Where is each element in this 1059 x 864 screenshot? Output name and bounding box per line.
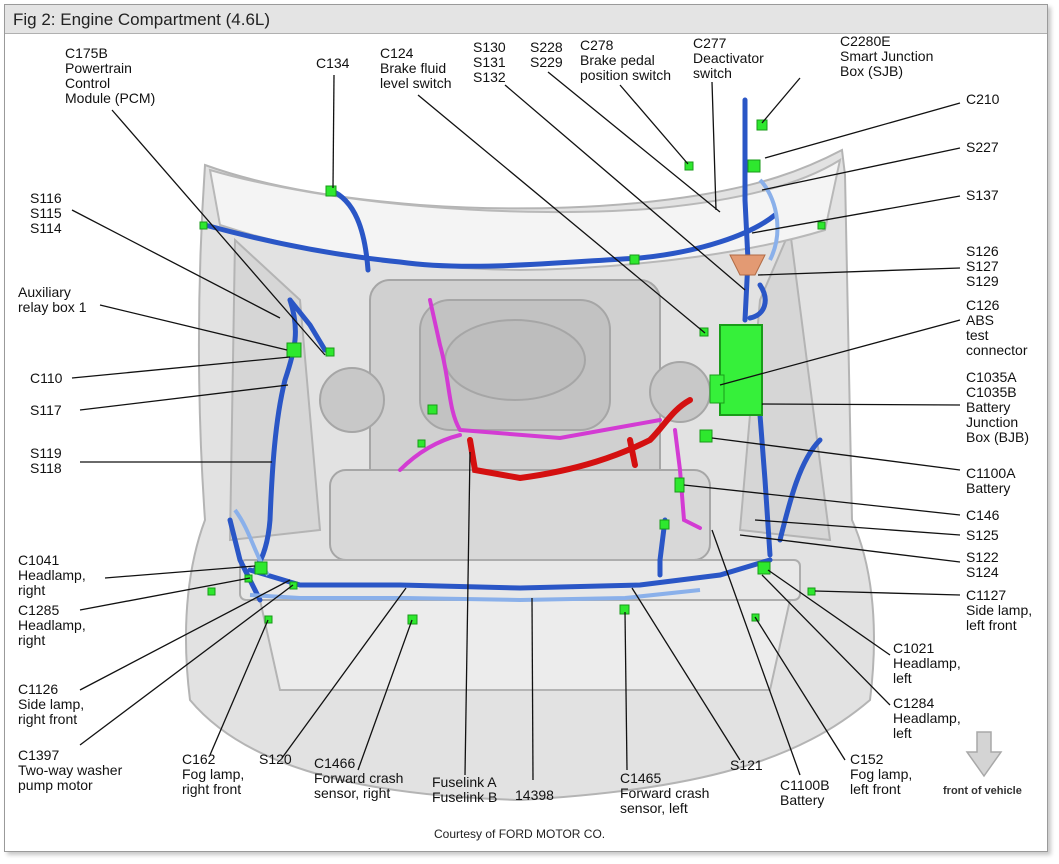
label-c1127: C1127 Side lamp, left front	[966, 587, 1033, 633]
label-c1100a: C1100A Battery	[966, 465, 1016, 496]
label-c277: C277 Deactivator switch	[693, 35, 764, 81]
courtesy-note: Courtesy of FORD MOTOR CO.	[434, 827, 606, 841]
battery-cable-red	[467, 397, 693, 482]
label-c1284: C1284 Headlamp, left	[893, 695, 961, 741]
battery-junction-box	[709, 324, 763, 416]
label-s116: S116 S115 S114	[30, 190, 62, 236]
label-c1465: C1465 Forward crash sensor, left	[620, 770, 710, 816]
label-14398: 14398	[515, 787, 554, 803]
label-s126: S126 S127 S129	[966, 243, 999, 289]
label-s121: S121	[730, 757, 763, 773]
label-c162: C162 Fog lamp, right front	[182, 751, 245, 797]
label-c1285: C1285 Headlamp, right	[18, 602, 86, 648]
sjb-funnel	[729, 254, 766, 276]
label-c1397: C1397 Two-way washer pump motor	[18, 747, 123, 793]
label-s122: S122 S124	[966, 549, 999, 580]
label-c2280e: C2280E Smart Junction Box (SJB)	[840, 33, 934, 79]
label-fuselink: Fuselink A Fuselink B	[432, 774, 498, 805]
label-c126: C126 ABS test connector	[966, 297, 1028, 358]
engine-block	[319, 279, 711, 561]
label-s130: S130 S131 S132	[473, 39, 506, 85]
wiring-harness-blue	[202, 97, 823, 603]
label-c1466: C1466 Forward crash sensor, right	[314, 755, 404, 801]
label-s137: S137	[966, 187, 999, 203]
label-s227: S227	[966, 139, 999, 155]
label-c210: C210	[966, 91, 1000, 107]
label-c1100b: C1100B Battery	[780, 777, 830, 808]
label-c278: C278 Brake pedal position switch	[580, 37, 672, 83]
label-aux: Auxiliary relay box 1	[18, 284, 87, 315]
title-bar: Fig 2: Engine Compartment (4.6L)	[5, 5, 1047, 34]
front-of-vehicle-label: front of vehicle	[943, 785, 1022, 797]
label-c134: C134	[316, 55, 350, 71]
label-s228: S228 S229	[530, 39, 563, 70]
label-s125: S125	[966, 527, 999, 543]
label-c110: C110	[30, 370, 63, 386]
label-s120: S120	[259, 751, 292, 767]
radiator-support	[239, 559, 801, 601]
label-c152: C152 Fog lamp, left front	[850, 751, 913, 797]
label-c1035: C1035A C1035B Battery Junction Box (BJB)	[966, 369, 1030, 445]
label-c175b: C175B Powertrain Control Module (PCM)	[65, 45, 156, 106]
label-s119: S119 S118	[30, 445, 62, 476]
label-c124: C124 Brake fluid level switch	[380, 45, 452, 91]
figure-title: Fig 2: Engine Compartment (4.6L)	[13, 10, 271, 29]
circuit-magenta	[398, 298, 702, 530]
label-c1021: C1021 Headlamp, left	[893, 640, 961, 686]
label-c1041: C1041 Headlamp, right	[18, 552, 86, 598]
leader-lines	[71, 71, 961, 781]
front-arrow-icon	[965, 731, 1003, 778]
label-c1126: C1126 Side lamp, right front	[18, 681, 85, 727]
label-c146: C146	[966, 507, 1000, 523]
label-s117: S117	[30, 402, 62, 418]
